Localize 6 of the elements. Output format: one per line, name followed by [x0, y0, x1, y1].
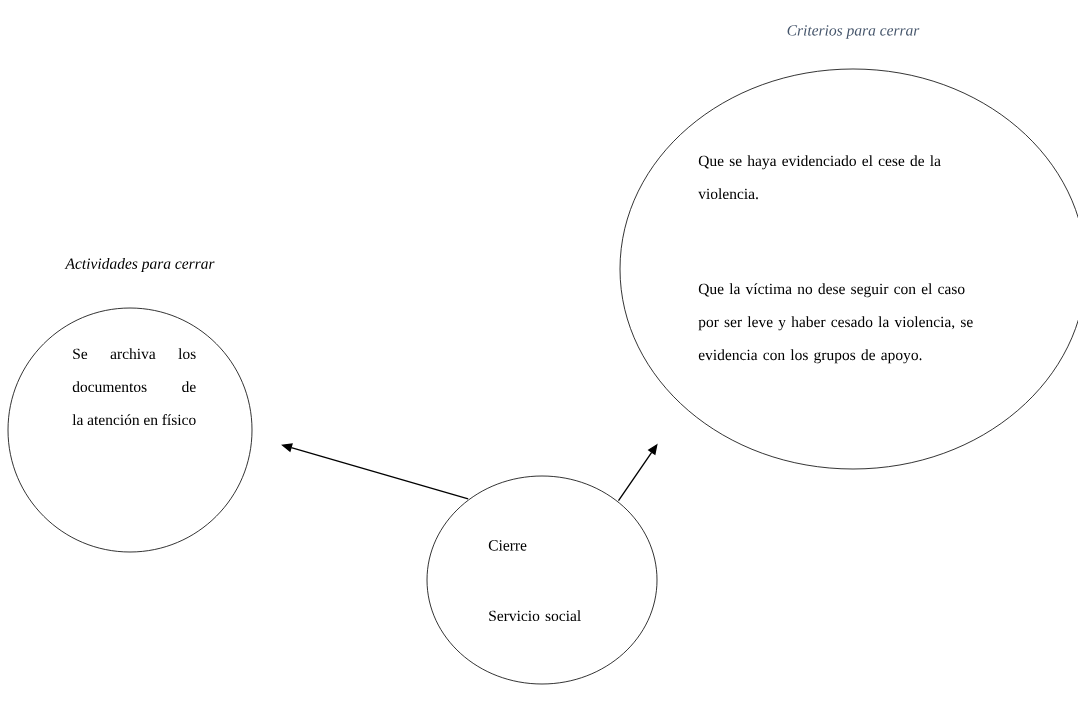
circle-node: Se archiva los documentos de la atención en físico	[7, 307, 253, 553]
heading: Actividades para cerrar	[64, 257, 215, 272]
heading: Criterios para cerrar	[787, 25, 920, 39]
node-label: Que la víctima no dese seguir con el caso por ser leve y haber cesado la violencia, se evidencia con los grupos de apoyo.	[698, 283, 973, 364]
node-label: Que se haya evidenciado el cese de la violencia.	[698, 155, 941, 200]
circle-node: Cierre Servicio social	[426, 475, 658, 685]
